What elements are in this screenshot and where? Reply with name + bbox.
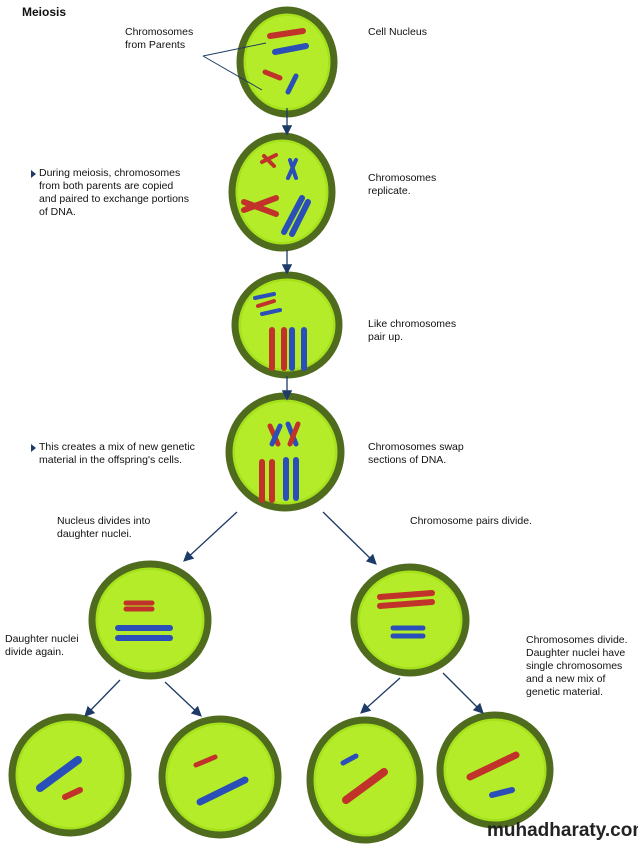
- label-chromosomes-from-parents: Chromosomes from Parents: [125, 26, 194, 51]
- label-pairs-divide: Chromosome pairs divide.: [410, 515, 532, 527]
- paternal-chromosome: [281, 195, 305, 235]
- maternal-chromosome: [262, 154, 276, 168]
- arrow: [164, 681, 202, 717]
- maternal-chromosome: [287, 421, 301, 447]
- label-swap: Chromosomes swap sections of DNA.: [368, 441, 464, 466]
- bullet-icon: [31, 444, 36, 452]
- paternal-chromosome: [289, 199, 311, 237]
- watermark: muhadharaty.com: [487, 820, 638, 841]
- paternal-chromosome: [285, 73, 299, 95]
- paternal-chromosome: [272, 43, 309, 55]
- arrow: [183, 511, 238, 562]
- paternal-chromosome: [340, 753, 359, 766]
- arrow: [360, 677, 401, 714]
- maternal-chromosome: [377, 590, 435, 600]
- paternal-chromosome: [489, 787, 515, 798]
- arrow: [84, 679, 121, 717]
- label-pair-up: Like chromosomes pair up.: [368, 318, 457, 343]
- paternal-chromosome: [253, 292, 276, 300]
- label-divide-again: Daughter nuclei divide again.: [5, 633, 79, 658]
- maternal-chromosome: [256, 299, 276, 308]
- maternal-chromosome: [241, 195, 279, 213]
- paternal-chromosome: [36, 756, 82, 792]
- nucleus-inner: [246, 16, 328, 108]
- paternal-chromosome: [196, 776, 249, 806]
- nucleus-inner: [360, 573, 460, 667]
- arrow: [442, 672, 484, 714]
- label-leader-lines: [202, 42, 267, 91]
- maternal-chromosome: [342, 768, 388, 804]
- maternal-chromosome: [466, 751, 520, 781]
- note-replication: During meiosis, chromosomes from both pa…: [39, 167, 190, 218]
- maternal-chromosome: [193, 754, 218, 768]
- note-genetic-mix: This creates a mix of new genetic materi…: [39, 441, 195, 466]
- label-nucleus-divides: Nucleus divides into daughter nuclei.: [57, 515, 151, 540]
- nucleus-inner: [238, 142, 326, 242]
- nucleus-inner: [316, 726, 414, 834]
- maternal-chromosome: [262, 69, 283, 81]
- paternal-chromosome: [260, 308, 282, 316]
- paternal-chromosome: [269, 423, 283, 447]
- bullet-icon: [31, 170, 36, 178]
- nucleus-inner: [18, 723, 122, 827]
- nucleus-inner: [446, 721, 544, 819]
- paternal-chromosome: [286, 158, 298, 180]
- nucleus-inner: [98, 570, 202, 670]
- diagram-title: Meiosis: [22, 5, 67, 19]
- maternal-chromosome: [62, 787, 83, 800]
- maternal-chromosome: [241, 199, 279, 217]
- nucleus-inner: [168, 725, 272, 829]
- label-chromosomes-divide: Chromosomes divide. Daughter nuclei have…: [526, 634, 628, 698]
- maternal-chromosome: [377, 599, 435, 609]
- label-replicate: Chromosomes replicate.: [368, 172, 437, 197]
- label-cell-nucleus: Cell Nucleus: [368, 26, 427, 38]
- maternal-chromosome: [267, 28, 306, 39]
- arrow: [322, 511, 377, 565]
